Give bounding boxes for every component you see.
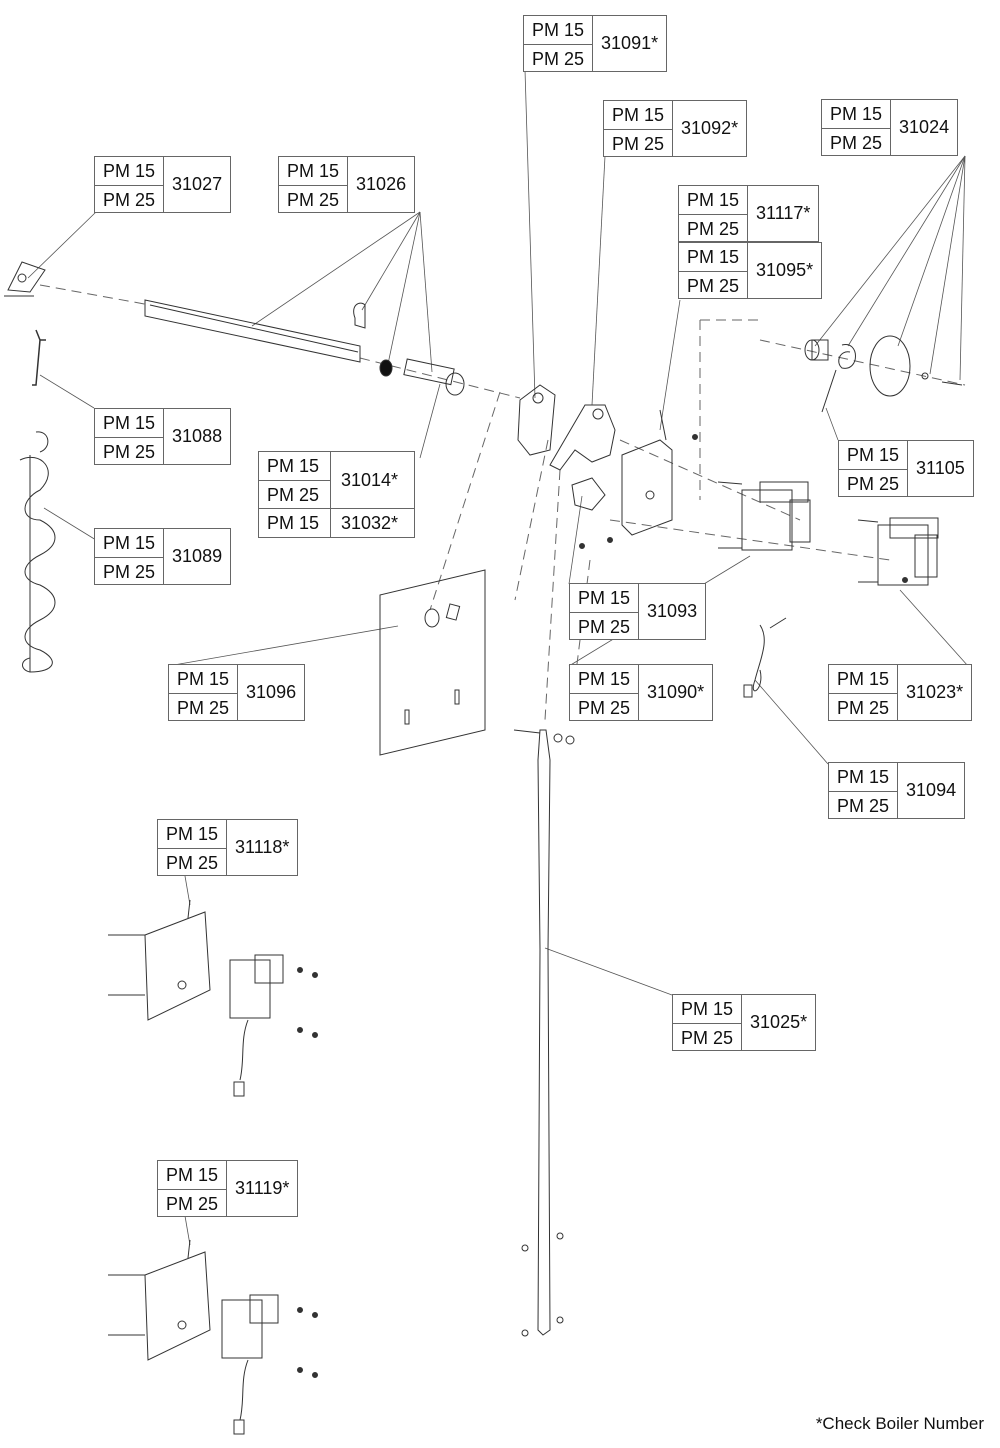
callout-31025: PM 15 PM 25 31025* — [672, 994, 817, 1051]
callout-31105: PM 15 PM 25 31105 — [838, 440, 974, 497]
part-number: 31117* — [756, 203, 811, 223]
model-pm25: PM 25 — [829, 791, 898, 819]
callout-31026: PM 15 PM 25 31026 — [278, 156, 416, 213]
part-number: 31032* — [341, 513, 399, 533]
part-number: 31089 — [172, 546, 223, 566]
cover-panel-drawing — [379, 569, 486, 756]
model-pm15: PM 15 — [103, 413, 156, 433]
part-number: 31027 — [172, 174, 223, 194]
model-pm15: PM 15 — [103, 161, 156, 181]
model-pm25: PM 25 — [95, 185, 164, 213]
model-pm25: PM 25 — [169, 693, 238, 721]
callout-31117: PM 15 PM 25 31117* — [678, 185, 820, 242]
model-pm15: PM 15 — [259, 509, 331, 537]
callout-31090: PM 15 PM 25 31090* — [569, 664, 714, 721]
callout-31027: PM 15 PM 25 31027 — [94, 156, 232, 213]
model-pm25: PM 25 — [95, 557, 164, 585]
model-pm15: PM 15 — [612, 105, 665, 125]
part-number: 31088 — [172, 426, 223, 446]
model-pm25: PM 25 — [679, 214, 748, 242]
model-pm25: PM 25 — [829, 693, 898, 721]
model-pm15: PM 15 — [103, 533, 156, 553]
part-number: 31090* — [647, 682, 705, 702]
model-pm15: PM 15 — [837, 669, 890, 689]
auger-shaft-drawing — [144, 299, 361, 363]
model-pm15: PM 15 — [177, 669, 230, 689]
model-pm25: PM 25 — [570, 693, 639, 721]
collar-drawing — [379, 358, 465, 396]
model-pm25: PM 25 — [158, 1189, 227, 1217]
wire-harness-drawing — [743, 617, 787, 698]
part-number: 31091* — [601, 33, 659, 53]
part-number: 31119* — [235, 1178, 290, 1198]
gear-motor-drawing — [717, 481, 811, 551]
part-number: 31092* — [681, 118, 739, 138]
model-pm15: PM 15 — [830, 104, 883, 124]
callout-31092: PM 15 PM 25 31092* — [603, 100, 748, 157]
model-pm15: PM 15 — [287, 161, 340, 181]
assembly-axes — [39, 284, 966, 721]
hanger-drawing — [32, 329, 46, 386]
part-number: 31014* — [341, 469, 399, 490]
part-number: 31118* — [235, 837, 290, 857]
part-number: 31023* — [906, 682, 964, 702]
model-pm15: PM 15 — [532, 20, 585, 40]
callout-31096: PM 15 PM 25 31096 — [168, 664, 306, 721]
long-rod-drawing — [513, 729, 575, 1337]
callout-31118: PM 15 PM 25 31118* — [157, 819, 299, 876]
model-pm15: PM 15 — [259, 452, 331, 480]
model-pm25: PM 25 — [570, 612, 639, 640]
model-pm15: PM 15 — [837, 767, 890, 787]
callout-31091: PM 15 PM 25 31091* — [523, 15, 668, 72]
callout-31095: PM 15 PM 25 31095* — [678, 242, 823, 299]
part-number: 31026 — [356, 174, 407, 194]
callout-31119: PM 15 PM 25 31119* — [157, 1160, 299, 1217]
part-number: 31025* — [750, 1012, 808, 1032]
motor-plate-drawing — [621, 409, 673, 536]
motor-assembly-118-drawing — [108, 899, 284, 1097]
model-pm25: PM 25 — [279, 185, 348, 213]
model-pm25: PM 25 — [158, 848, 227, 876]
gear-motor-alt-drawing — [857, 517, 939, 586]
part-number: 31094 — [906, 780, 957, 800]
footnote: *Check Boiler Number — [815, 1414, 984, 1433]
model-pm15: PM 15 — [687, 247, 740, 267]
callout-31024: PM 15 PM 25 31024 — [821, 99, 959, 156]
model-pm25: PM 25 — [259, 480, 331, 508]
model-pm25: PM 25 — [524, 44, 593, 72]
callout-31023: PM 15 PM 25 31023* — [828, 664, 973, 721]
model-pm25: PM 25 — [95, 437, 164, 465]
model-pm25: PM 25 — [604, 129, 673, 157]
callout-31094: PM 15 PM 25 31094 — [828, 762, 966, 819]
shaft-bracket-drawing — [4, 261, 46, 297]
model-pm15: PM 15 — [166, 824, 219, 844]
motor-assembly-119-drawing — [108, 1239, 279, 1435]
part-number: 31096 — [246, 682, 297, 702]
leader-lines — [27, 69, 969, 1246]
model-pm15: PM 15 — [166, 1165, 219, 1185]
model-pm25: PM 25 — [679, 271, 748, 299]
model-pm15: PM 15 — [578, 669, 631, 689]
callout-31088: PM 15 PM 25 31088 — [94, 408, 232, 465]
auger-spiral-drawing — [19, 431, 56, 673]
part-number: 31093 — [647, 601, 698, 621]
model-pm25: PM 25 — [822, 128, 891, 156]
model-pm15: PM 15 — [847, 445, 900, 465]
model-pm25: PM 25 — [673, 1023, 742, 1051]
model-pm15: PM 15 — [681, 999, 734, 1019]
model-pm25: PM 25 — [839, 469, 908, 497]
callout-31093: PM 15 PM 25 31093 — [569, 583, 707, 640]
spring-assembly-drawing — [804, 335, 963, 413]
part-number: 31095* — [756, 260, 814, 280]
model-pm15: PM 15 — [687, 190, 740, 210]
callout-31089: PM 15 PM 25 31089 — [94, 528, 232, 585]
fastener-drawing — [297, 434, 908, 1378]
part-number: 31105 — [916, 458, 965, 478]
clip-drawing — [353, 302, 366, 329]
model-pm15: PM 15 — [578, 588, 631, 608]
cam-lever-drawing — [517, 384, 616, 511]
part-number: 31024 — [899, 117, 950, 137]
